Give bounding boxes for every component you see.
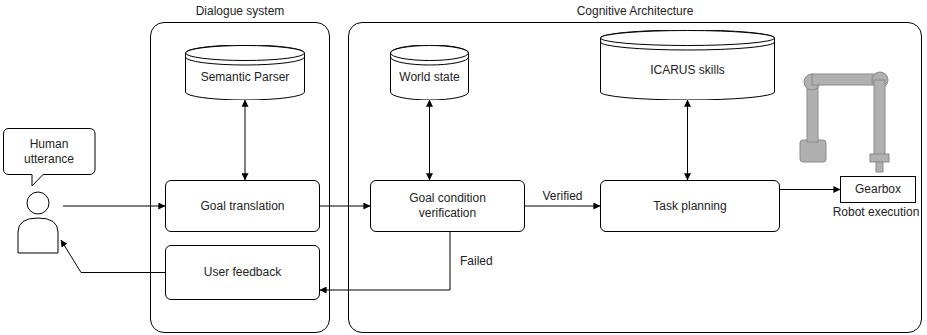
connector-arrow: [61, 240, 165, 273]
robot-arm: [800, 72, 889, 172]
process-box: Goal condition verification: [370, 180, 525, 232]
connector-arrow: [429, 100, 430, 180]
connector-arrow: [320, 232, 450, 290]
process-box: User feedback: [165, 245, 320, 300]
connector-arrow: [525, 206, 600, 207]
group-heading: Cognitive Architecture: [577, 4, 694, 19]
speech-bubble: Human utterance: [3, 128, 98, 258]
connector-arrow: [687, 100, 688, 180]
node-label: Task planning: [653, 199, 726, 214]
connector-arrow: [320, 206, 370, 207]
process-box: Task planning: [600, 180, 780, 232]
node-label: World state: [399, 70, 459, 85]
caption-label: Robot execution: [828, 205, 924, 220]
database-cylinder: World state: [390, 45, 469, 100]
connector-arrow: [63, 206, 165, 207]
database-cylinder: Semantic Parser: [185, 45, 305, 100]
system-group: Dialogue systemSemantic ParserGoal trans…: [150, 0, 330, 333]
node-label: Goal condition verification: [379, 191, 516, 221]
group-heading: Dialogue system: [196, 4, 285, 19]
connector-arrow: [780, 189, 840, 190]
node-label: Gearbox: [855, 182, 901, 197]
process-box: Goal translation: [165, 180, 320, 232]
database-cylinder: ICARUS skills: [600, 30, 775, 100]
node-label: Semantic Parser: [201, 70, 290, 85]
connector-arrow: [245, 100, 246, 180]
edge-label: Verified: [540, 189, 584, 203]
node-label: User feedback: [204, 265, 281, 280]
node-label: ICARUS skills: [650, 63, 725, 78]
system-group: Cognitive ArchitectureWorld stateGoal co…: [348, 0, 922, 333]
node-label: Human utterance: [5, 137, 93, 167]
node-label: Goal translation: [200, 199, 284, 214]
gearbox-box: Gearbox: [840, 176, 916, 203]
edge-label: Failed: [458, 254, 495, 268]
